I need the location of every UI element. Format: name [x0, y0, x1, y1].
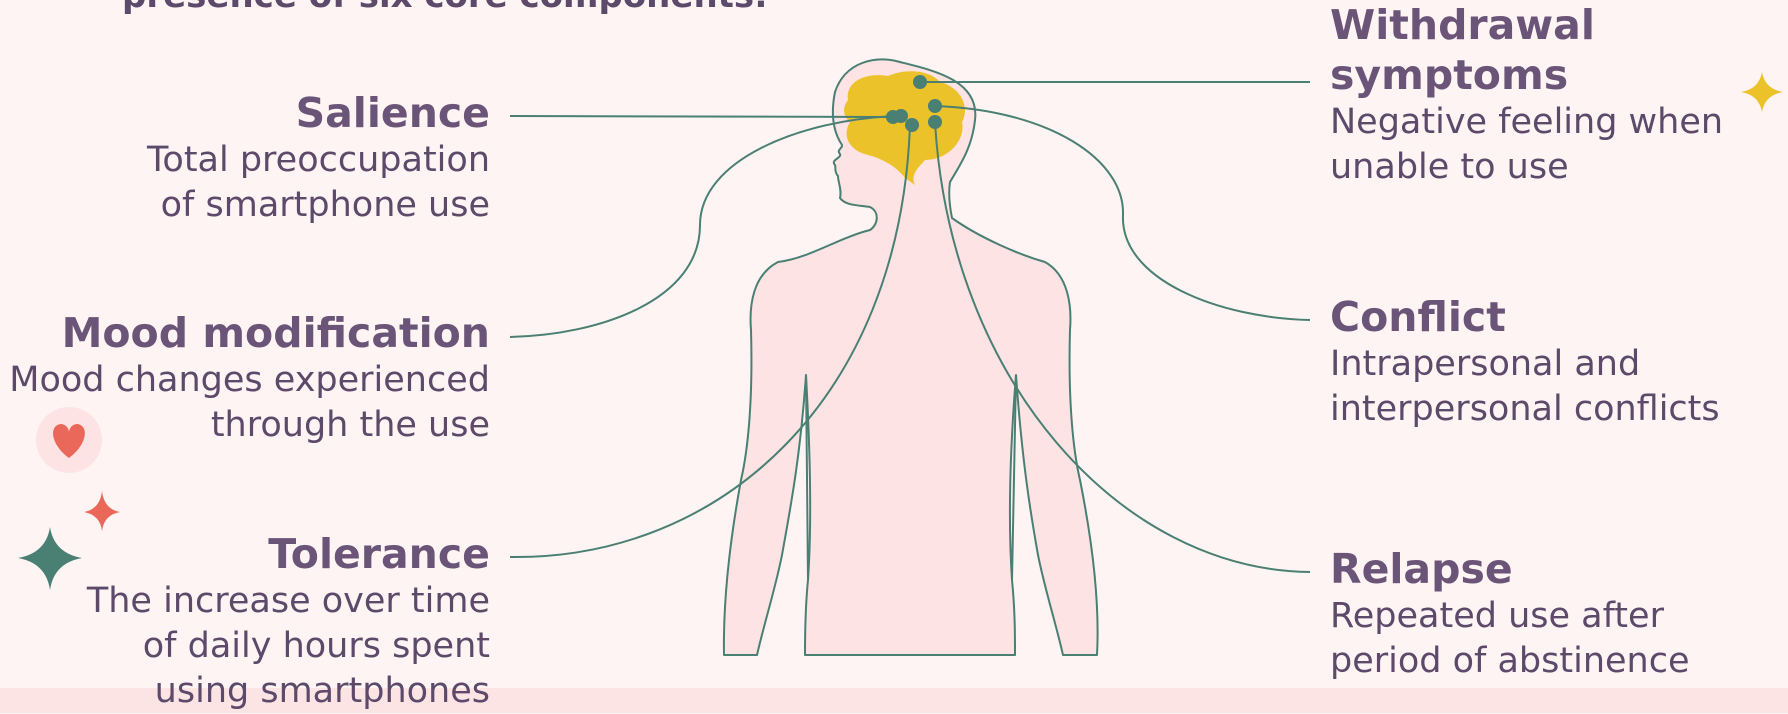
sparkle-icon: [84, 491, 120, 531]
withdrawal-title-line: symptoms: [1330, 50, 1723, 100]
mood-modification-label: Mood modification Mood changes experienc…: [9, 308, 490, 448]
sparkle-icon: [1741, 72, 1783, 112]
conflict-desc-line: Intrapersonal and: [1330, 342, 1720, 387]
tolerance-title: Tolerance: [87, 529, 490, 579]
mood-modification-title: Mood modification: [9, 308, 490, 358]
node-tolerance: [905, 118, 919, 132]
node-mood: [894, 109, 908, 123]
node-withdrawal: [913, 75, 927, 89]
withdrawal-desc-line: unable to use: [1330, 145, 1723, 190]
tolerance-desc-line: using smartphones: [87, 669, 490, 714]
withdrawal-label: Withdrawal symptoms Negative feeling whe…: [1330, 0, 1723, 190]
withdrawal-desc-line: Negative feeling when: [1330, 100, 1723, 145]
relapse-label: Relapse Repeated use after period of abs…: [1330, 544, 1690, 684]
tolerance-desc-line: of daily hours spent: [87, 624, 490, 669]
tolerance-label: Tolerance The increase over time of dail…: [87, 529, 490, 714]
relapse-title: Relapse: [1330, 544, 1690, 594]
salience-title: Salience: [147, 88, 490, 138]
conflict-label: Conflict Intrapersonal and interpersonal…: [1330, 292, 1720, 432]
mood-modification-desc-line: through the use: [9, 403, 490, 448]
relapse-desc-line: period of abstinence: [1330, 639, 1690, 684]
relapse-desc-line: Repeated use after: [1330, 594, 1690, 639]
withdrawal-title-line: Withdrawal: [1330, 0, 1723, 50]
conflict-desc-line: interpersonal conflicts: [1330, 387, 1720, 432]
tolerance-desc-line: The increase over time: [87, 579, 490, 624]
node-relapse: [928, 115, 942, 129]
mood-modification-desc-line: Mood changes experienced: [9, 358, 490, 403]
salience-label: Salience Total preoccupation of smartpho…: [147, 88, 490, 228]
salience-desc-line: Total preoccupation: [147, 138, 490, 183]
node-conflict: [928, 99, 942, 113]
salience-desc-line: of smartphone use: [147, 183, 490, 228]
sparkle-icon: [18, 527, 82, 590]
conflict-title: Conflict: [1330, 292, 1720, 342]
connector-salience: [510, 116, 895, 117]
